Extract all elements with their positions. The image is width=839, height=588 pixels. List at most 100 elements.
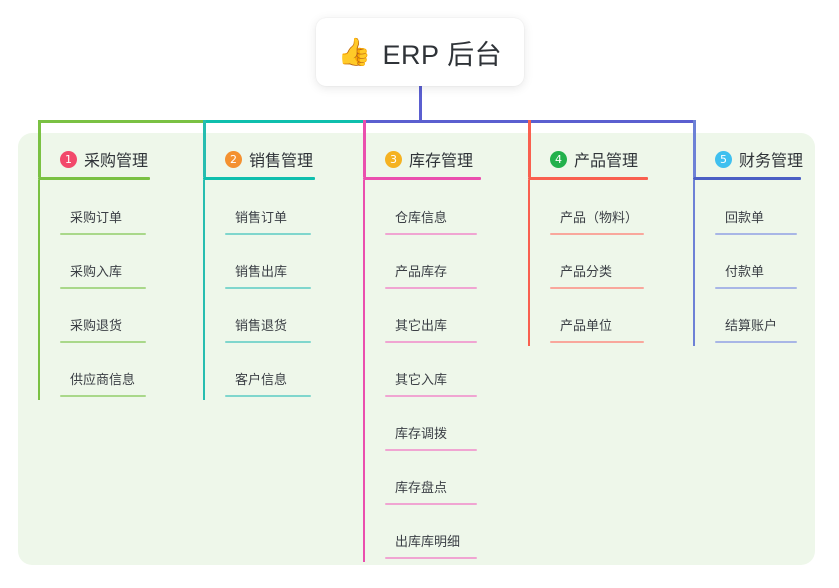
leaf-label: 其它出库 [395, 318, 448, 333]
branch-title-1: 采购管理 [84, 153, 149, 170]
leaf-rule [715, 341, 797, 343]
leaf-label: 库存盘点 [395, 480, 448, 495]
leaf-label: 销售出库 [235, 264, 288, 279]
leaf-rule [225, 287, 311, 289]
branch-stub-2 [203, 120, 206, 177]
leaf-item[interactable]: 销售订单 [225, 210, 311, 235]
bus-segment-1 [39, 120, 204, 123]
branch-header-2[interactable]: 2 销售管理 [203, 146, 355, 172]
leaf-item[interactable]: 采购入库 [60, 264, 146, 289]
leaf-item[interactable]: 库存调拨 [385, 426, 477, 451]
leaf-label: 产品单位 [560, 318, 613, 333]
leaf-item[interactable]: 出库库明细 [385, 534, 477, 559]
leaf-item[interactable]: 产品库存 [385, 264, 477, 289]
branch-title-2: 销售管理 [249, 153, 314, 170]
branch-badge-5: 5 [715, 150, 732, 168]
branch-spine-2 [203, 180, 205, 400]
leaf-label: 库存调拨 [395, 426, 448, 441]
leaf-rule [385, 233, 477, 235]
leaf-item[interactable]: 其它出库 [385, 318, 477, 343]
branch-rule-4 [528, 177, 648, 180]
leaf-rule [385, 449, 477, 451]
leaf-label: 销售退货 [235, 318, 288, 333]
leaf-item[interactable]: 销售出库 [225, 264, 311, 289]
leaf-rule [550, 341, 644, 343]
branch-stub-5 [693, 120, 696, 177]
leaf-label: 结算账户 [725, 318, 778, 333]
branch-spine-4 [528, 180, 530, 346]
leaf-rule [550, 233, 644, 235]
branch-title-4: 产品管理 [574, 153, 639, 170]
leaf-item[interactable]: 产品单位 [550, 318, 644, 343]
leaf-item[interactable]: 采购订单 [60, 210, 146, 235]
bus-segment-2 [204, 120, 364, 123]
leaf-item[interactable]: 其它入库 [385, 372, 477, 397]
leaf-rule [60, 395, 146, 397]
leaf-label: 客户信息 [235, 372, 288, 387]
trunk-connector [419, 86, 422, 123]
leaf-item[interactable]: 付款单 [715, 264, 797, 289]
thumbs-up-icon: 👍 [337, 36, 372, 67]
leaf-label: 出库库明细 [395, 534, 461, 549]
leaf-label: 采购退货 [70, 318, 123, 333]
branch-badge-3: 3 [385, 150, 402, 168]
leaf-item[interactable]: 客户信息 [225, 372, 311, 397]
leaf-item[interactable]: 产品（物料） [550, 210, 644, 235]
branch-3: 3 库存管理仓库信息产品库存其它出库其它入库库存调拨库存盘点出库库明细 [363, 146, 521, 562]
leaf-rule [60, 341, 146, 343]
leaf-rule [385, 341, 477, 343]
leaf-label: 其它入库 [395, 372, 448, 387]
root-title: ERP 后台 [382, 39, 503, 70]
leaf-label: 产品库存 [395, 264, 448, 279]
leaf-label: 供应商信息 [70, 372, 136, 387]
branch-5: 5 财务管理回款单付款单结算账户 [693, 146, 839, 346]
leaf-rule [225, 233, 311, 235]
root-node[interactable]: 👍 ERP 后台 [316, 18, 524, 86]
branch-title-5: 财务管理 [739, 153, 804, 170]
leaf-label: 回款单 [725, 210, 765, 225]
branch-rule-3 [363, 177, 481, 180]
leaf-label: 销售订单 [235, 210, 288, 225]
leaf-rule [225, 395, 311, 397]
leaf-label: 采购入库 [70, 264, 123, 279]
leaf-item[interactable]: 回款单 [715, 210, 797, 235]
leaf-rule [385, 503, 477, 505]
leaf-rule [715, 287, 797, 289]
leaf-rule [60, 287, 146, 289]
branch-1: 1 采购管理采购订单采购入库采购退货供应商信息 [38, 146, 190, 400]
leaf-label: 付款单 [725, 264, 765, 279]
branch-stub-4 [528, 120, 531, 177]
branch-header-3[interactable]: 3 库存管理 [363, 146, 521, 172]
leaf-rule [550, 287, 644, 289]
branch-badge-2: 2 [225, 150, 242, 168]
leaf-rule [385, 395, 477, 397]
leaf-item[interactable]: 产品分类 [550, 264, 644, 289]
branch-2: 2 销售管理销售订单销售出库销售退货客户信息 [203, 146, 355, 400]
branch-rule-2 [203, 177, 315, 180]
leaf-label: 产品（物料） [560, 210, 639, 225]
branch-stub-1 [38, 120, 41, 177]
leaf-item[interactable]: 供应商信息 [60, 372, 146, 397]
branch-badge-1: 1 [60, 150, 77, 168]
branch-header-5[interactable]: 5 财务管理 [693, 146, 839, 172]
leaf-rule [225, 341, 311, 343]
leaf-label: 产品分类 [560, 264, 613, 279]
leaf-item[interactable]: 结算账户 [715, 318, 797, 343]
leaf-rule [385, 287, 477, 289]
diagram-canvas [18, 133, 815, 565]
leaf-item[interactable]: 采购退货 [60, 318, 146, 343]
leaf-label: 仓库信息 [395, 210, 448, 225]
branch-spine-5 [693, 180, 695, 346]
branch-title-3: 库存管理 [409, 153, 474, 170]
branch-spine-1 [38, 180, 40, 400]
branch-header-1[interactable]: 1 采购管理 [38, 146, 190, 172]
leaf-rule [60, 233, 146, 235]
leaf-item[interactable]: 销售退货 [225, 318, 311, 343]
leaf-item[interactable]: 仓库信息 [385, 210, 477, 235]
leaf-rule [385, 557, 477, 559]
leaf-label: 采购订单 [70, 210, 123, 225]
leaf-item[interactable]: 库存盘点 [385, 480, 477, 505]
branch-rule-5 [693, 177, 801, 180]
